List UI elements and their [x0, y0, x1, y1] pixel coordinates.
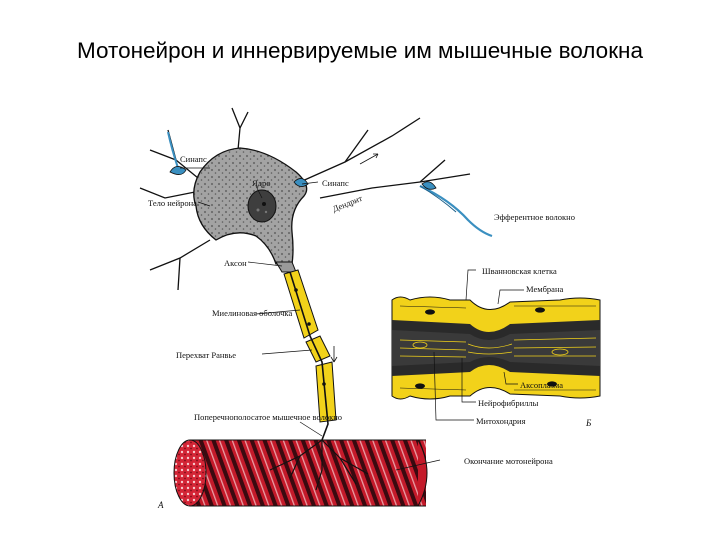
- synapse-knob-top: [169, 166, 187, 175]
- axon-core: [289, 271, 329, 441]
- label-mitochondria: Митохондрия: [476, 416, 526, 426]
- label-motor-endplate: Окончание мотонейрона: [464, 456, 553, 466]
- slide-title: Мотонейрон и иннервируемые им мышечные в…: [77, 38, 643, 63]
- motor-endplate: [269, 439, 369, 491]
- label-axoplasm: Аксоплазма: [520, 380, 563, 390]
- muscle-fiber: [173, 439, 428, 507]
- myelin-detail-panel: [391, 296, 601, 400]
- label-node-ranvier: Перехват Ранвье: [176, 350, 236, 360]
- label-myelin-sheath: Миелиновая оболочка: [212, 308, 292, 318]
- synapse-knob-right: [293, 178, 309, 187]
- label-panel-b: Б: [585, 418, 592, 428]
- label-synapse-right: Синапс: [322, 178, 349, 188]
- synapse-top-fiber: [167, 131, 179, 169]
- label-schwann-cell: Шванновская клетка: [482, 266, 557, 276]
- efferent-fiber-core: [419, 185, 457, 213]
- label-cell-body: Тело нейрона: [148, 198, 197, 208]
- label-dendrite: Дендрит: [331, 193, 364, 214]
- nucleus: [247, 189, 277, 223]
- label-synapse-top: Синапс: [180, 154, 207, 164]
- synapse-knob-dendrite: [421, 181, 437, 190]
- label-efferent-fiber: Эфферентное волокно: [494, 212, 575, 222]
- arrow-dendrite: [359, 153, 379, 165]
- myelin-sheath: [283, 269, 337, 423]
- leader-lines: [180, 167, 524, 471]
- label-striated-muscle: Поперечнополосатое мышечное волокно: [194, 412, 342, 422]
- axon-hillock: [275, 261, 297, 273]
- efferent-fiber-line: [419, 185, 493, 238]
- label-nucleus: Ядро: [252, 178, 271, 188]
- label-membrane: Мембрана: [526, 284, 563, 294]
- label-axon: Аксон: [224, 258, 247, 268]
- label-neurofibrils: Нейрофибриллы: [478, 398, 539, 408]
- label-panel-a: А: [157, 500, 164, 510]
